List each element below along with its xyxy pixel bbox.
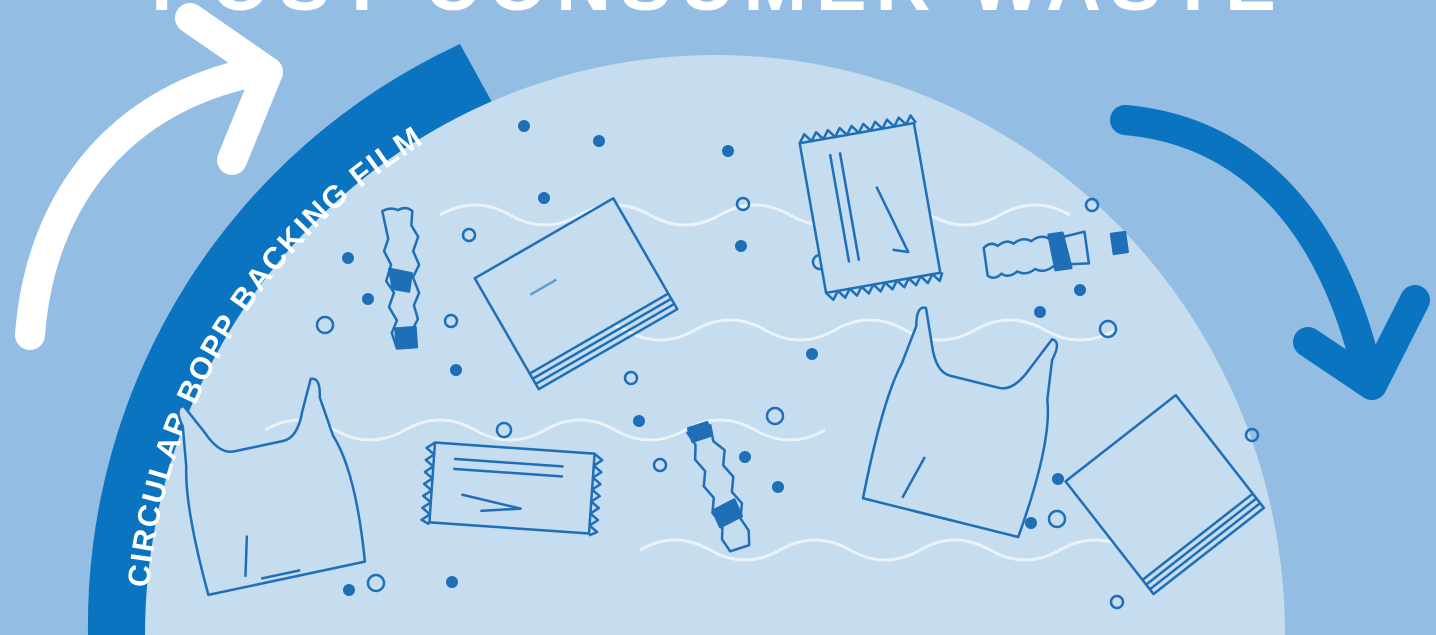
snack-wrapper-icon bbox=[421, 442, 602, 536]
headline: POST CONSUMER WASTE bbox=[151, 0, 1285, 27]
